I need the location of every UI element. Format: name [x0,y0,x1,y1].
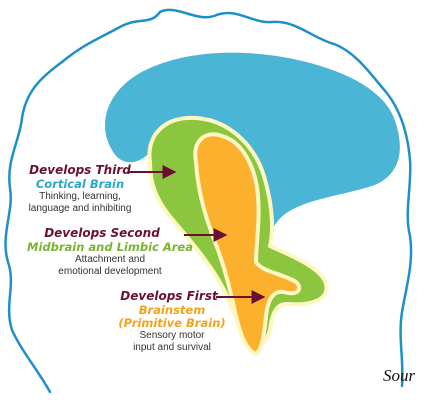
stage-title-second: Develops Second [8,227,196,241]
label-develops-second: Develops Second Midbrain and Limbic Area… [24,227,196,277]
area-name-midbrain: Midbrain and Limbic Area [24,241,196,254]
stage-title-first: Develops First [112,290,226,304]
desc-second-line2: emotional development [24,266,196,278]
area-name-primitive-brain: (Primitive Brain) [118,317,226,330]
source-caption: Sour [383,366,415,386]
label-develops-third: Develops Third Cortical Brain Thinking, … [28,164,132,214]
desc-third-line2: language and inhibiting [28,203,132,215]
area-name-cortical: Cortical Brain [28,178,132,191]
stage-title-third: Develops Third [28,164,132,178]
desc-first-line1: Sensory motor [118,330,226,342]
desc-first-line2: input and survival [118,342,226,354]
desc-third-line1: Thinking, learning, [28,191,132,203]
label-develops-first: Develops First Brainstem (Primitive Brai… [118,290,226,353]
desc-second-line1: Attachment and [24,254,196,266]
